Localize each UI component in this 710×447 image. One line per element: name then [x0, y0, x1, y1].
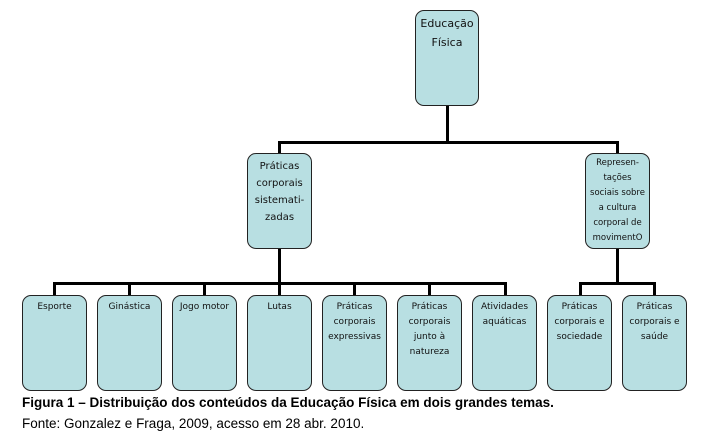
node-leaf: Lutas: [247, 295, 312, 391]
node-label: Represen- tações sociais sobre a cultura…: [590, 158, 645, 243]
node-leaf: Ginástica: [97, 295, 162, 391]
node-leaf: Práticas corporais e sociedade: [547, 295, 612, 391]
connector: [446, 105, 449, 144]
node-root: Educação Física: [415, 10, 479, 106]
node-label: Práticas corporais junto à natureza: [408, 302, 451, 357]
figure-source: Fonte: Gonzalez e Fraga, 2009, acesso em…: [22, 416, 365, 431]
connector: [53, 282, 56, 295]
connector: [579, 282, 582, 295]
node-label: Lutas: [267, 302, 292, 312]
node-leaf: Práticas corporais e saúde: [622, 295, 687, 391]
connector: [616, 141, 619, 153]
connector: [579, 282, 655, 285]
connector: [278, 141, 619, 144]
connector: [653, 282, 656, 295]
connector: [128, 282, 131, 295]
connector: [504, 282, 507, 295]
connector: [278, 282, 281, 295]
node-leaf: Práticas corporais junto à natureza: [397, 295, 462, 391]
node-label: Educação Física: [420, 17, 474, 49]
node-label: Ginástica: [108, 302, 151, 312]
node-label: Práticas corporais e sociedade: [554, 302, 605, 342]
node-label: Atividades aquáticas: [480, 302, 529, 327]
node-branch-representacoes: Represen- tações sociais sobre a cultura…: [585, 153, 650, 249]
node-label: Práticas corporais sistemati- zadas: [254, 161, 305, 223]
node-label: Jogo motor: [179, 302, 230, 312]
node-leaf: Atividades aquáticas: [472, 295, 537, 391]
connector: [278, 141, 281, 153]
figure-caption: Figura 1 – Distribuição dos conteúdos da…: [22, 395, 554, 410]
connector: [428, 282, 431, 295]
connector: [278, 248, 281, 284]
node-leaf: Jogo motor: [172, 295, 237, 391]
connector: [203, 282, 206, 295]
node-branch-praticas: Práticas corporais sistemati- zadas: [247, 153, 312, 249]
node-label: Práticas corporais expressivas: [328, 302, 381, 342]
node-label: Práticas corporais e saúde: [629, 302, 680, 342]
node-label: Esporte: [37, 302, 72, 312]
connector: [616, 248, 619, 284]
node-leaf: Práticas corporais expressivas: [322, 295, 387, 391]
node-leaf: Esporte: [22, 295, 87, 391]
connector: [353, 282, 356, 295]
